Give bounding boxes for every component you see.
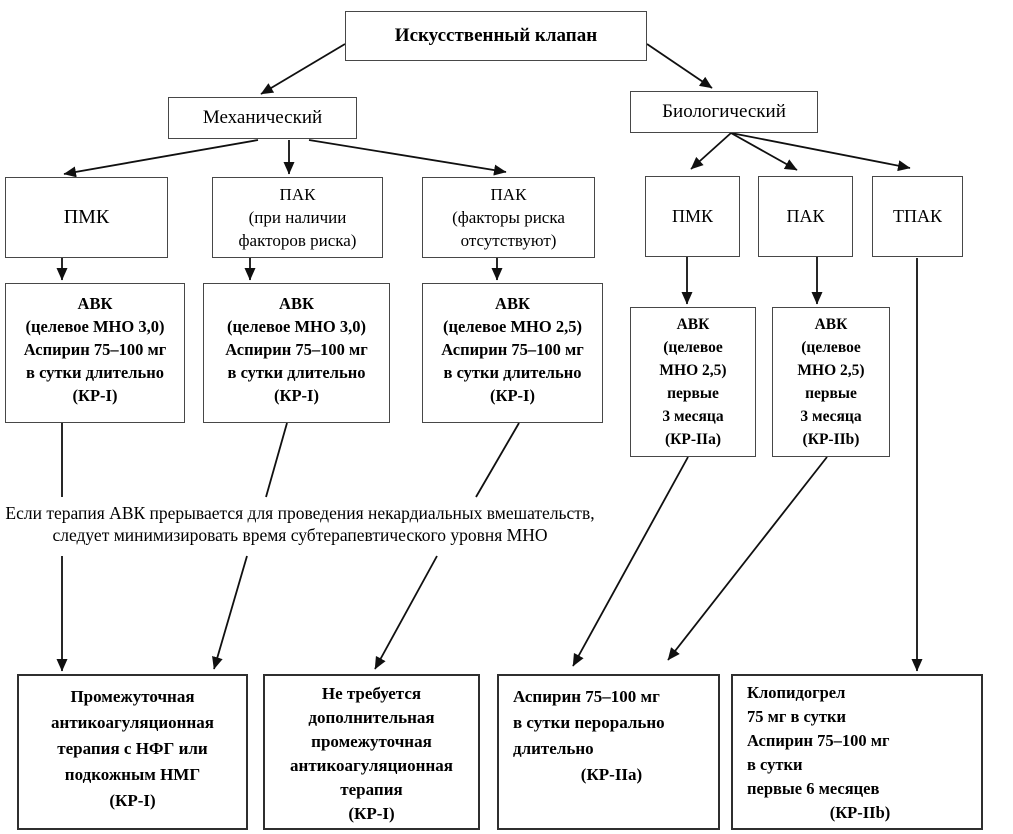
node-aspirin-long-term-label: Аспирин 75–100 мг в сутки перорально дли… [513, 687, 665, 758]
node-bridging-therapy: Промежуточная антикоагуляционная терапия… [17, 674, 248, 830]
arrow-avk2-to-bridging-lower [212, 555, 248, 670]
node-pmk-mechanical: ПМК [5, 177, 168, 258]
node-pmk-biological-label: ПМК [671, 206, 713, 226]
node-clopidogrel-aspirin-kr: (КР-IIb) [829, 803, 891, 822]
node-avk-bio-pak-label: АВК (целевое МНО 2,5) первые 3 месяца (К… [797, 316, 865, 448]
arrow-root-to-biological [646, 43, 713, 89]
node-pak-with-risk-factors: ПАК (при наличии факторов риска) [212, 177, 383, 258]
node-avk-mno30-pmk: АВК (целевое МНО 3,0) Аспирин 75–100 мг … [5, 283, 185, 423]
node-avk-mno25-pak: АВК (целевое МНО 2,5) Аспирин 75–100 мг … [422, 283, 603, 423]
node-tpak: ТПАК [872, 176, 963, 257]
arrow-root-to-mechanical [260, 43, 346, 95]
node-no-bridging-needed-label: Не требуется дополнительная промежуточна… [290, 684, 453, 823]
node-mechanical: Механический [168, 97, 357, 139]
arrow-biological-to-pmk [690, 132, 732, 170]
node-no-bridging-needed: Не требуется дополнительная промежуточна… [263, 674, 480, 830]
node-avk-mno25-pak-label: АВК (целевое МНО 2,5) Аспирин 75–100 мг … [441, 294, 584, 405]
node-biological: Биологический [630, 91, 818, 133]
arrow-mechanical-to-pmk [63, 139, 259, 178]
node-tpak-label: ТПАК [893, 206, 942, 226]
node-avk-mno30-pak-label: АВК (целевое МНО 3,0) Аспирин 75–100 мг … [225, 294, 368, 405]
node-avk-bio-pmk: АВК (целевое МНО 2,5) первые 3 месяца (К… [630, 307, 756, 457]
node-avk-bio-pak: АВК (целевое МНО 2,5) первые 3 месяца (К… [772, 307, 890, 457]
node-aspirin-long-term-kr: (КР-IIа) [580, 765, 643, 784]
node-aspirin-long-term: Аспирин 75–100 мг в сутки перорально дли… [497, 674, 720, 830]
node-clopidogrel-aspirin-label: Клопидогрел 75 мг в сутки Аспирин 75–100… [747, 683, 890, 798]
node-artificial-valve-label: Искусственный клапан [394, 25, 598, 46]
arrow-avk3-to-nobridging-upper [475, 422, 520, 498]
note-avk-interruption: Если терапия АВК прерывается для проведе… [0, 502, 600, 546]
node-avk-mno30-pmk-label: АВК (целевое МНО 3,0) Аспирин 75–100 мг … [23, 294, 167, 405]
node-pmk-mechanical-label: ПМК [63, 206, 110, 228]
node-avk-bio-pmk-label: АВК (целевое МНО 2,5) первые 3 месяца (К… [659, 316, 727, 448]
node-avk-mno30-pak: АВК (целевое МНО 3,0) Аспирин 75–100 мг … [203, 283, 390, 423]
node-clopidogrel-aspirin: Клопидогрел 75 мг в сутки Аспирин 75–100… [731, 674, 983, 830]
arrow-avk2a-to-aspirin [572, 456, 689, 667]
arrow-mechanical-to-pak-norisk [308, 139, 507, 176]
arrow-biological-to-pak [730, 132, 798, 171]
node-biological-label: Биологический [662, 101, 786, 122]
node-pak-biological-label: ПАК [786, 206, 825, 226]
node-artificial-valve: Искусственный клапан [345, 11, 647, 61]
node-mechanical-label: Механический [202, 107, 323, 128]
arrow-avk3-to-nobridging-lower [374, 555, 438, 670]
node-pmk-biological: ПМК [645, 176, 740, 257]
node-pak-no-risk-factors: ПАК (факторы риска отсутствуют) [422, 177, 595, 258]
arrow-biological-to-tpak [730, 132, 911, 172]
node-pak-no-risk-factors-label: ПАК (факторы риска отсутствуют) [452, 185, 565, 250]
arrow-avk2b-to-aspirin [667, 456, 828, 661]
node-bridging-therapy-label: Промежуточная антикоагуляционная терапия… [51, 687, 214, 810]
node-pak-biological: ПАК [758, 176, 853, 257]
node-pak-with-risk-factors-label: ПАК (при наличии факторов риска) [238, 185, 357, 250]
arrow-avk2-to-bridging-upper [265, 422, 288, 498]
